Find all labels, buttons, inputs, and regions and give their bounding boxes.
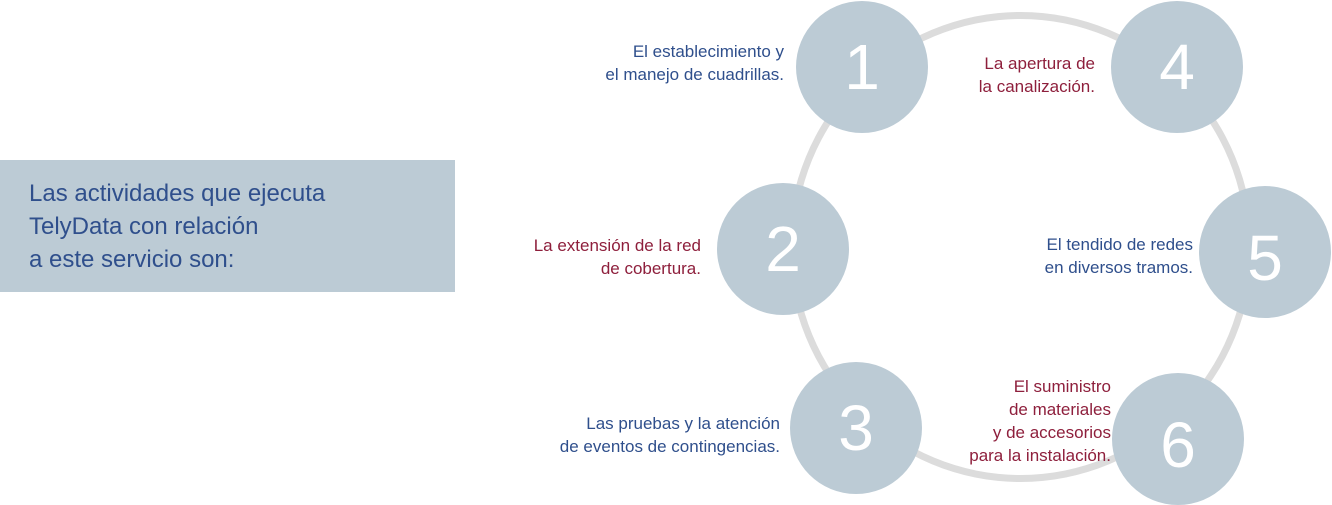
step-1-circle[interactable]: 1 bbox=[796, 1, 928, 133]
step-2-label: La extensión de la red de cobertura. bbox=[534, 234, 701, 280]
step-6-number: 6 bbox=[1160, 409, 1196, 481]
intro-box: Las actividades que ejecuta TelyData con… bbox=[0, 160, 455, 292]
intro-line-3: a este servicio son: bbox=[29, 246, 235, 273]
step-5-number: 5 bbox=[1247, 222, 1283, 294]
step-4-number: 4 bbox=[1159, 31, 1195, 103]
step-3-number: 3 bbox=[838, 392, 874, 464]
intro-line-2: TelyData con relación bbox=[29, 213, 259, 240]
step-2-number: 2 bbox=[765, 213, 801, 285]
step-2-label-line-1: La extensión de la red bbox=[533, 236, 701, 255]
step-1-label-line-1: El establecimiento y bbox=[632, 42, 784, 61]
step-4-label-line-1: La apertura de bbox=[984, 54, 1095, 73]
step-3-label: Las pruebas y la atención de eventos de … bbox=[560, 412, 780, 458]
step-3-label-line-2: de eventos de contingencias. bbox=[559, 437, 780, 456]
step-5-label: El tendido de redes en diversos tramos. bbox=[1045, 233, 1193, 279]
step-6-label-line-1: El suministro bbox=[1013, 377, 1111, 396]
step-5-label-line-2: en diversos tramos. bbox=[1044, 258, 1193, 277]
step-4-label: La apertura de la canalización. bbox=[979, 52, 1095, 98]
step-5-label-line-1: El tendido de redes bbox=[1046, 235, 1194, 254]
step-6-label: El suministro de materiales y de accesor… bbox=[969, 375, 1111, 467]
intro-line-1: Las actividades que ejecuta bbox=[29, 180, 326, 207]
step-3-label-line-1: Las pruebas y la atención bbox=[586, 414, 780, 433]
step-5-circle[interactable]: 5 bbox=[1199, 186, 1331, 318]
step-1-label-line-2: el manejo de cuadrillas. bbox=[605, 65, 784, 84]
step-3-circle[interactable]: 3 bbox=[790, 362, 922, 494]
step-2-label-line-2: de cobertura. bbox=[600, 259, 701, 278]
step-4-label-line-2: la canalización. bbox=[978, 77, 1095, 96]
step-4-circle[interactable]: 4 bbox=[1111, 1, 1243, 133]
step-6-label-line-2: de materiales bbox=[1008, 400, 1111, 419]
step-6-label-line-3: y de accesorios bbox=[992, 423, 1111, 442]
step-2-circle[interactable]: 2 bbox=[717, 183, 849, 315]
step-6-circle[interactable]: 6 bbox=[1112, 373, 1244, 505]
step-6-label-line-4: para la instalación. bbox=[969, 446, 1111, 465]
step-1-number: 1 bbox=[844, 31, 880, 103]
step-1-label: El establecimiento y el manejo de cuadri… bbox=[605, 40, 784, 86]
